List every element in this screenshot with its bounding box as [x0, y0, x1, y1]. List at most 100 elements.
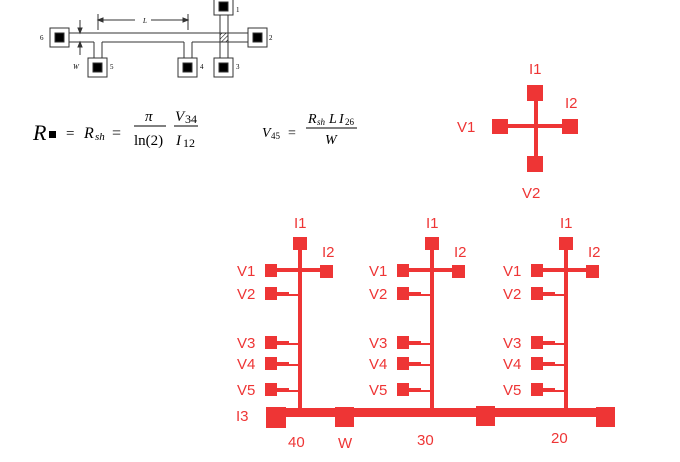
pad-i1 [559, 237, 573, 250]
pad-v2 [265, 287, 277, 300]
label-v4: V4 [369, 356, 387, 373]
pad-number-3: 3 [236, 63, 240, 71]
eq2-i-sub: 26 [345, 117, 355, 127]
pad-3-contact [218, 62, 229, 73]
cross-pad-v2 [527, 156, 543, 172]
label-i3: I3 [236, 408, 249, 425]
label-i2: I2 [322, 244, 335, 261]
pad-v1 [397, 264, 409, 277]
pad-6-contact [54, 32, 65, 43]
eq1-i: I [175, 133, 182, 149]
pad-2 [247, 27, 268, 48]
current-arm [542, 268, 588, 272]
width-value-label: 20 [551, 430, 568, 447]
label-v2: V2 [503, 286, 521, 303]
pad-v3 [397, 336, 409, 349]
pad-number-1: 1 [236, 6, 240, 14]
pad-w [335, 407, 354, 427]
length-label: L [142, 17, 147, 25]
hall-bar-spine [298, 248, 302, 412]
eq1-v: V [175, 109, 186, 125]
label-v3: V3 [503, 335, 521, 352]
pad-v2 [397, 287, 409, 300]
label-v5: V5 [369, 382, 387, 399]
pad-v2 [531, 287, 543, 300]
voltage-probe [288, 390, 300, 392]
eq1-i-sub: 12 [183, 136, 195, 150]
voltage-probe [288, 364, 300, 366]
label-v4: V4 [237, 356, 255, 373]
voltage-tab [408, 362, 421, 366]
width-label: W [73, 63, 80, 71]
label-i2: I2 [588, 244, 601, 261]
label-v5: V5 [503, 382, 521, 399]
hall-bar-schematic [49, 0, 268, 78]
voltage-tab [276, 362, 289, 366]
pad-i3 [266, 407, 286, 428]
eq2-r: R [307, 112, 317, 127]
eq1-pi: π [145, 109, 153, 125]
voltage-tab [542, 341, 555, 345]
eq1-v-sub: 34 [185, 112, 197, 126]
eq2-w: W [325, 133, 338, 148]
voltage-probe [420, 343, 432, 345]
label-i1: I1 [560, 215, 573, 232]
width-dimension [77, 20, 83, 55]
label-i1: I1 [294, 215, 307, 232]
pad-6 [49, 27, 70, 48]
label-v3: V3 [237, 335, 255, 352]
width-value-label: 30 [417, 432, 434, 449]
voltage-probe [554, 343, 566, 345]
pad-i2 [452, 265, 465, 278]
voltage-probe [288, 294, 300, 296]
voltage-tab [542, 292, 555, 296]
label-v1: V1 [369, 263, 387, 280]
voltage-tab [408, 341, 421, 345]
pad-i1 [425, 237, 439, 250]
eq1-equals-2: = [112, 125, 121, 142]
cross-label-i2: I2 [565, 95, 578, 112]
voltage-probe [554, 364, 566, 366]
voltage-probe [554, 390, 566, 392]
pad-5-contact [92, 62, 103, 73]
pad-i2 [320, 265, 333, 278]
label-v4: V4 [503, 356, 521, 373]
voltage-probe [554, 294, 566, 296]
length-dimension [96, 14, 190, 30]
pad-v3 [265, 336, 277, 349]
pad-number-4: 4 [200, 63, 204, 71]
label-v2: V2 [369, 286, 387, 303]
eq2-r-sub: sh [317, 117, 326, 127]
hall-bar-spine [564, 248, 568, 412]
label-i1: I1 [426, 215, 439, 232]
pad-5 [87, 57, 108, 78]
eq1-equals: = [66, 126, 74, 142]
pad-v4 [531, 357, 543, 370]
label-v1: V1 [237, 263, 255, 280]
label-v5: V5 [237, 382, 255, 399]
pad-number-5: 5 [110, 63, 114, 71]
cross-label-v1: V1 [457, 119, 475, 136]
voltage-probe [420, 294, 432, 296]
voltage-tab [542, 362, 555, 366]
pad-i1 [293, 237, 307, 250]
voltage-tab [408, 388, 421, 392]
voltage-tab [408, 292, 421, 296]
label-w: W [338, 435, 353, 452]
bus-structure [266, 406, 615, 428]
label-i2: I2 [454, 244, 467, 261]
pad-v5 [397, 383, 409, 396]
pad-v4 [265, 357, 277, 370]
voltage-tab [276, 341, 289, 345]
pad-v5 [531, 383, 543, 396]
pad-v4 [397, 357, 409, 370]
pad-i2 [586, 265, 599, 278]
eq2-l: L [328, 112, 337, 127]
voltage-tab [276, 292, 289, 296]
label-v3: V3 [369, 335, 387, 352]
voltage-probe [420, 364, 432, 366]
eq2-i: I [338, 112, 345, 127]
